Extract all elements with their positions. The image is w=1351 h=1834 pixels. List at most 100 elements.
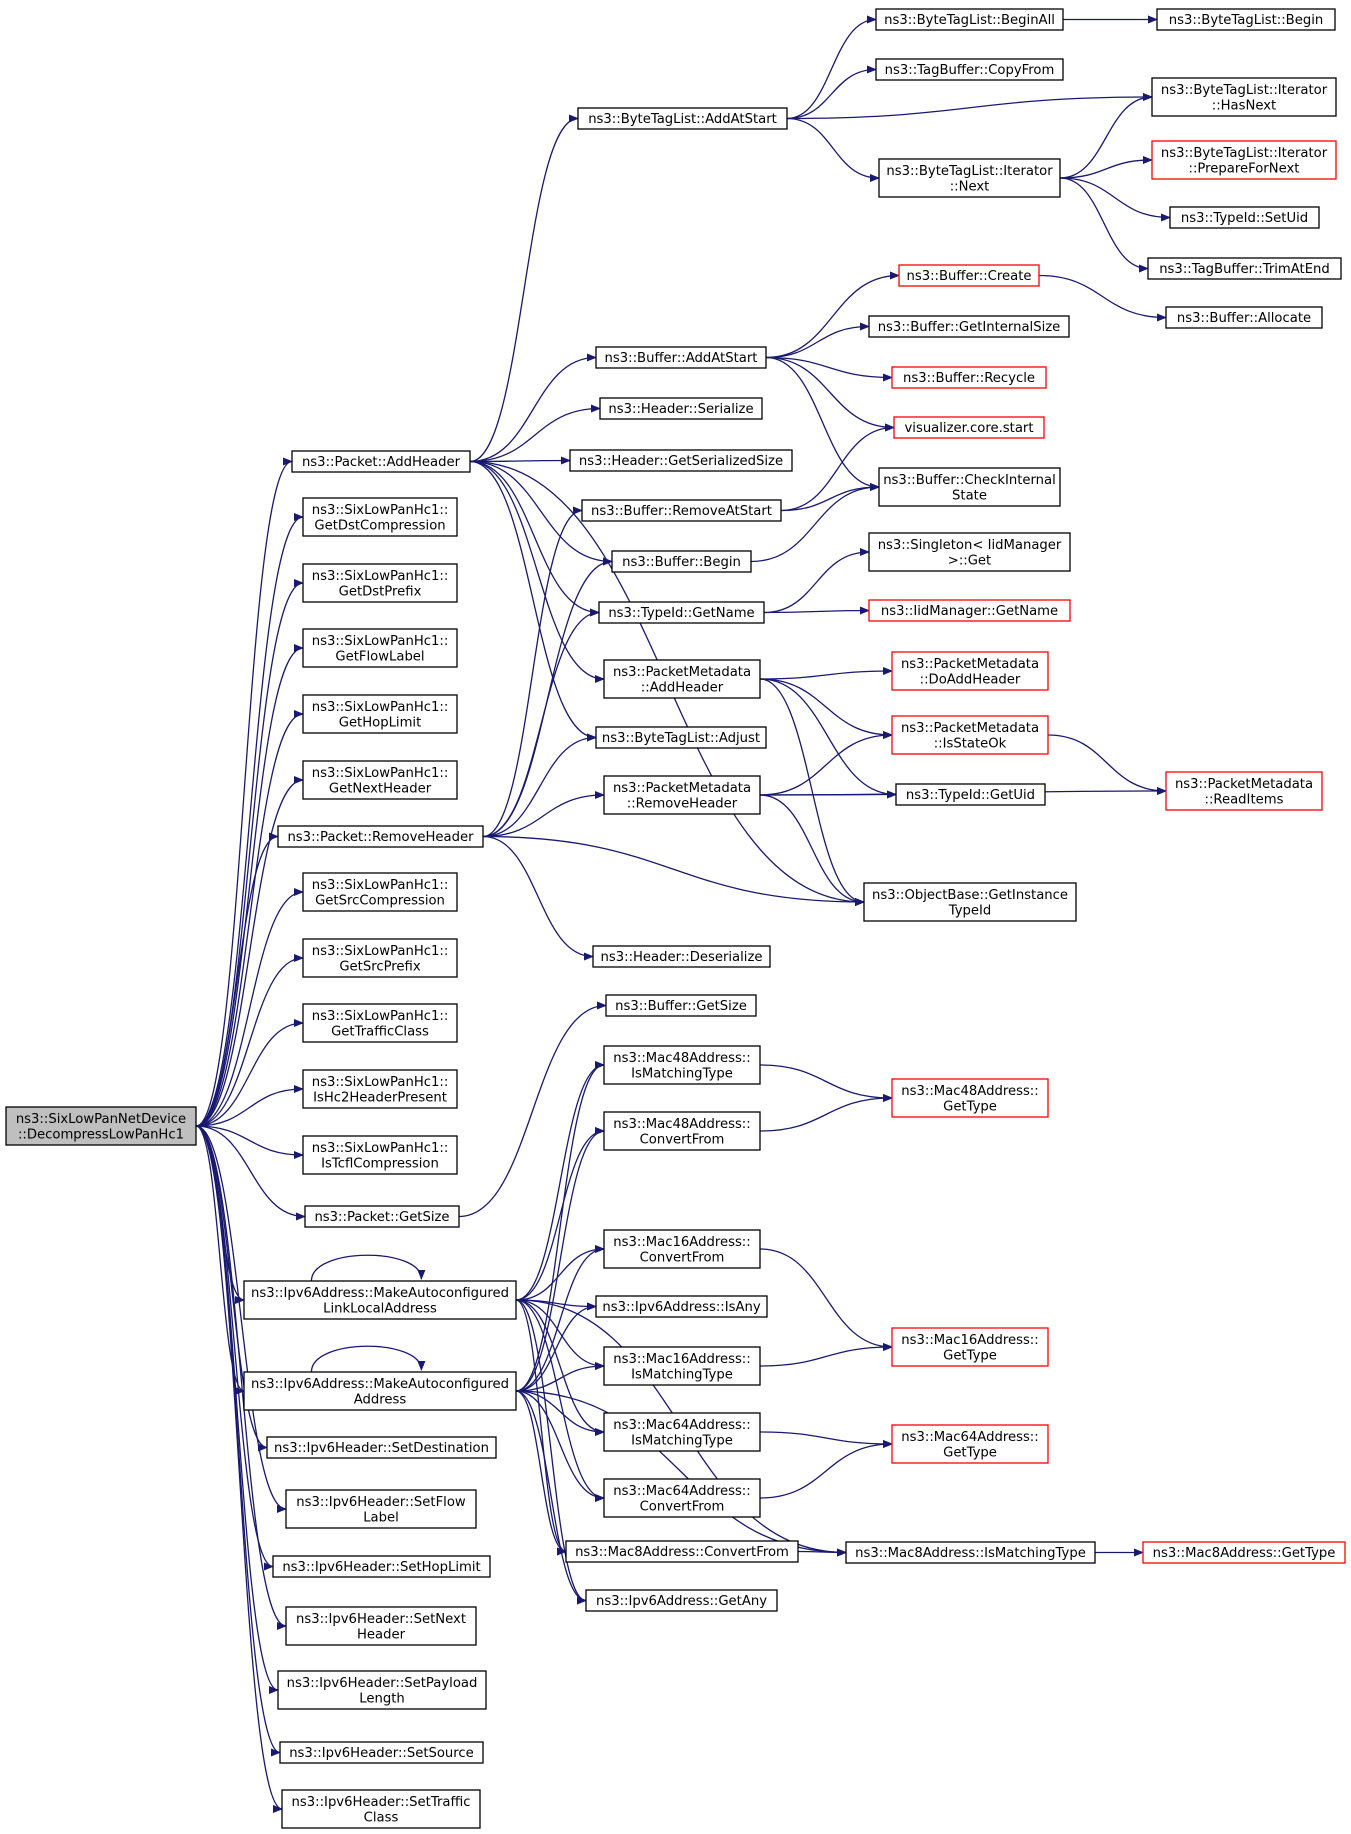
node-box: [285, 1489, 477, 1529]
node-ipv6_makell[interactable]: ns3::Ipv6Address::MakeAutoconfiguredLink…: [243, 1280, 517, 1320]
node-label: ns3::Mac48Address::: [901, 1084, 1038, 1099]
node-box: [1165, 306, 1323, 329]
node-box: [603, 1478, 761, 1518]
node-tagbuf_copyfrom[interactable]: ns3::TagBuffer::CopyFrom: [875, 58, 1064, 81]
node-buf_allocate[interactable]: ns3::Buffer::Allocate: [1165, 306, 1323, 329]
edge-ipv6_makeaddr-to-ipv6_isany: [515, 1302, 597, 1392]
node-box: [868, 315, 1070, 338]
node-btl_beginall[interactable]: ns3::ByteTagList::BeginAll: [875, 8, 1064, 31]
node-hdr_deserialize[interactable]: ns3::Header::Deserialize: [592, 945, 771, 968]
node-pm_addheader[interactable]: ns3::PacketMetadata::AddHeader: [603, 659, 761, 699]
node-label: ns3::IidManager::GetName: [881, 604, 1058, 619]
node-mac16_ismatching[interactable]: ns3::Mac16Address::IsMatchingType: [603, 1346, 761, 1386]
node-pkt_getsize[interactable]: ns3::Packet::GetSize: [304, 1205, 460, 1228]
node-hc1_getflowlabel[interactable]: ns3::SixLowPanHc1::GetFlowLabel: [302, 628, 458, 668]
node-mac8_gettype[interactable]: ns3::Mac8Address::GetType: [1142, 1541, 1346, 1564]
node-pm_doaddheader[interactable]: ns3::PacketMetadata::DoAddHeader: [891, 651, 1049, 691]
node-buf_create[interactable]: ns3::Buffer::Create: [898, 264, 1040, 287]
node-ipv6h_setdest[interactable]: ns3::Ipv6Header::SetDestination: [266, 1436, 497, 1459]
node-box: [569, 449, 793, 472]
node-hc1_getnextheader[interactable]: ns3::SixLowPanHc1::GetNextHeader: [302, 760, 458, 800]
node-label: ns3::TypeId::GetUid: [906, 788, 1035, 803]
node-mac8_ismatching[interactable]: ns3::Mac8Address::IsMatchingType: [845, 1541, 1096, 1564]
node-mac48_ismatching[interactable]: ns3::Mac48Address::IsMatchingType: [603, 1045, 761, 1085]
node-ipv6h_sethop[interactable]: ns3::Ipv6Header::SetHopLimit: [272, 1555, 491, 1578]
edge-group: [765, 356, 880, 491]
node-pkt_removeheader[interactable]: ns3::Packet::RemoveHeader: [277, 825, 484, 848]
node-ipv6_makeaddr[interactable]: ns3::Ipv6Address::MakeAutoconfiguredAddr…: [243, 1371, 517, 1411]
node-mac8_convertfrom[interactable]: ns3::Mac8Address::ConvertFrom: [565, 1540, 799, 1563]
node-btl_addatstart[interactable]: ns3::ByteTagList::AddAtStart: [577, 107, 788, 130]
node-btl_iter_prepare[interactable]: ns3::ByteTagList::Iterator::PrepareForNe…: [1151, 140, 1337, 180]
node-buf_getinternalsize[interactable]: ns3::Buffer::GetInternalSize: [868, 315, 1070, 338]
node-singleton_get[interactable]: ns3::Singleton< IidManager>::Get: [868, 532, 1071, 572]
node-ipv6h_setsource[interactable]: ns3::Ipv6Header::SetSource: [279, 1741, 484, 1764]
edge-pkt_addheader-to-typeid_getname: [469, 460, 600, 617]
node-pm_isstateok[interactable]: ns3::PacketMetadata::IsStateOk: [891, 715, 1049, 755]
node-mac64_ismatching[interactable]: ns3::Mac64Address::IsMatchingType: [603, 1412, 761, 1452]
node-hc1_istcfl[interactable]: ns3::SixLowPanHc1::IsTcflCompression: [302, 1135, 458, 1175]
edge-group: [195, 888, 304, 1127]
node-label: ns3::Ipv6Address::MakeAutoconfigured: [251, 1377, 509, 1392]
node-pm_readitems[interactable]: ns3::PacketMetadata::ReadItems: [1165, 771, 1323, 811]
node-ipv6_getany[interactable]: ns3::Ipv6Address::GetAny: [585, 1589, 778, 1612]
node-mac48_convertfrom[interactable]: ns3::Mac48Address::ConvertFrom: [603, 1111, 761, 1151]
node-root[interactable]: ns3::SixLowPanNetDevice::DecompressLowPa…: [5, 1106, 197, 1146]
node-mac64_convertfrom[interactable]: ns3::Mac64Address::ConvertFrom: [603, 1478, 761, 1518]
node-btl_adjust[interactable]: ns3::ByteTagList::Adjust: [595, 726, 767, 749]
node-mac48_gettype[interactable]: ns3::Mac48Address::GetType: [891, 1078, 1049, 1118]
edge-pm_removeheader-to-pm_isstateok: [759, 731, 893, 796]
node-hc1_getdstcomp[interactable]: ns3::SixLowPanHc1::GetDstCompression: [302, 497, 458, 537]
edge-group: [515, 1061, 605, 1301]
node-pkt_addheader[interactable]: ns3::Packet::AddHeader: [291, 450, 471, 473]
node-box: [875, 58, 1064, 81]
node-mac16_convertfrom[interactable]: ns3::Mac16Address::ConvertFrom: [603, 1229, 761, 1269]
node-buf_recycle[interactable]: ns3::Buffer::Recycle: [891, 366, 1047, 389]
node-hc1_gethoplimit[interactable]: ns3::SixLowPanHc1::GetHopLimit: [302, 694, 458, 734]
node-ipv6_isany[interactable]: ns3::Ipv6Address::IsAny: [595, 1295, 768, 1318]
node-hc1_getdstprefix[interactable]: ns3::SixLowPanHc1::GetDstPrefix: [302, 563, 458, 603]
node-hc1_gettrafficclass[interactable]: ns3::SixLowPanHc1::GetTrafficClass: [302, 1003, 458, 1043]
node-typeid_getname[interactable]: ns3::TypeId::GetName: [598, 601, 765, 624]
node-label: ns3::PacketMetadata: [613, 665, 751, 680]
node-mac64_gettype[interactable]: ns3::Mac64Address::GetType: [891, 1424, 1049, 1464]
node-typeid_setuid[interactable]: ns3::TypeId::SetUid: [1169, 206, 1320, 229]
edge-root-to-hc1_istcfl: [195, 1125, 304, 1159]
node-mac16_gettype[interactable]: ns3::Mac16Address::GetType: [891, 1327, 1049, 1367]
node-btl_iter_next[interactable]: ns3::ByteTagList::Iterator::Next: [878, 158, 1061, 198]
node-buf_begin[interactable]: ns3::Buffer::Begin: [611, 550, 752, 573]
node-label: GetFlowLabel: [335, 649, 424, 664]
node-hc1_ishc2[interactable]: ns3::SixLowPanHc1::IsHc2HeaderPresent: [302, 1069, 458, 1109]
node-btl_iter_hasnext[interactable]: ns3::ByteTagList::Iterator::HasNext: [1151, 77, 1337, 117]
node-buf_removeatstart[interactable]: ns3::Buffer::RemoveAtStart: [581, 499, 782, 522]
node-buf_getsize[interactable]: ns3::Buffer::GetSize: [605, 994, 757, 1017]
node-box: [302, 628, 458, 668]
node-hc1_getsrcprefix[interactable]: ns3::SixLowPanHc1::GetSrcPrefix: [302, 938, 458, 978]
node-pm_removeheader[interactable]: ns3::PacketMetadata::RemoveHeader: [603, 775, 761, 815]
node-buf_addatstart[interactable]: ns3::Buffer::AddAtStart: [595, 346, 767, 369]
node-box: [285, 1606, 477, 1646]
node-tagbuf_trimatend[interactable]: ns3::TagBuffer::TrimAtEnd: [1147, 257, 1342, 280]
node-label: ns3::Buffer::Begin: [622, 555, 741, 570]
node-box: [266, 1436, 497, 1459]
node-typeid_getuid[interactable]: ns3::TypeId::GetUid: [895, 783, 1046, 806]
edge-ipv6_makell-to-mac48_ismatching: [515, 1061, 605, 1301]
node-label: ns3::PacketMetadata: [613, 781, 751, 796]
node-hdr_getsersize[interactable]: ns3::Header::GetSerializedSize: [569, 449, 793, 472]
node-label: ns3::Ipv6Header::SetNext: [296, 1612, 466, 1627]
node-viz_start[interactable]: visualizer.core.start: [893, 416, 1045, 439]
node-hc1_getsrccomp[interactable]: ns3::SixLowPanHc1::GetSrcCompression: [302, 872, 458, 912]
node-label: ns3::Mac8Address::IsMatchingType: [855, 1546, 1086, 1561]
edge-buf_removeatstart-to-buf_checkinternal: [780, 483, 880, 512]
node-btl_begin[interactable]: ns3::ByteTagList::Begin: [1156, 8, 1336, 31]
node-box: [291, 450, 471, 473]
node-iid_getname[interactable]: ns3::IidManager::GetName: [868, 599, 1071, 622]
node-hdr_serialize[interactable]: ns3::Header::Serialize: [599, 397, 763, 420]
edge-pm_addheader-to-typeid_getuid: [759, 678, 897, 799]
